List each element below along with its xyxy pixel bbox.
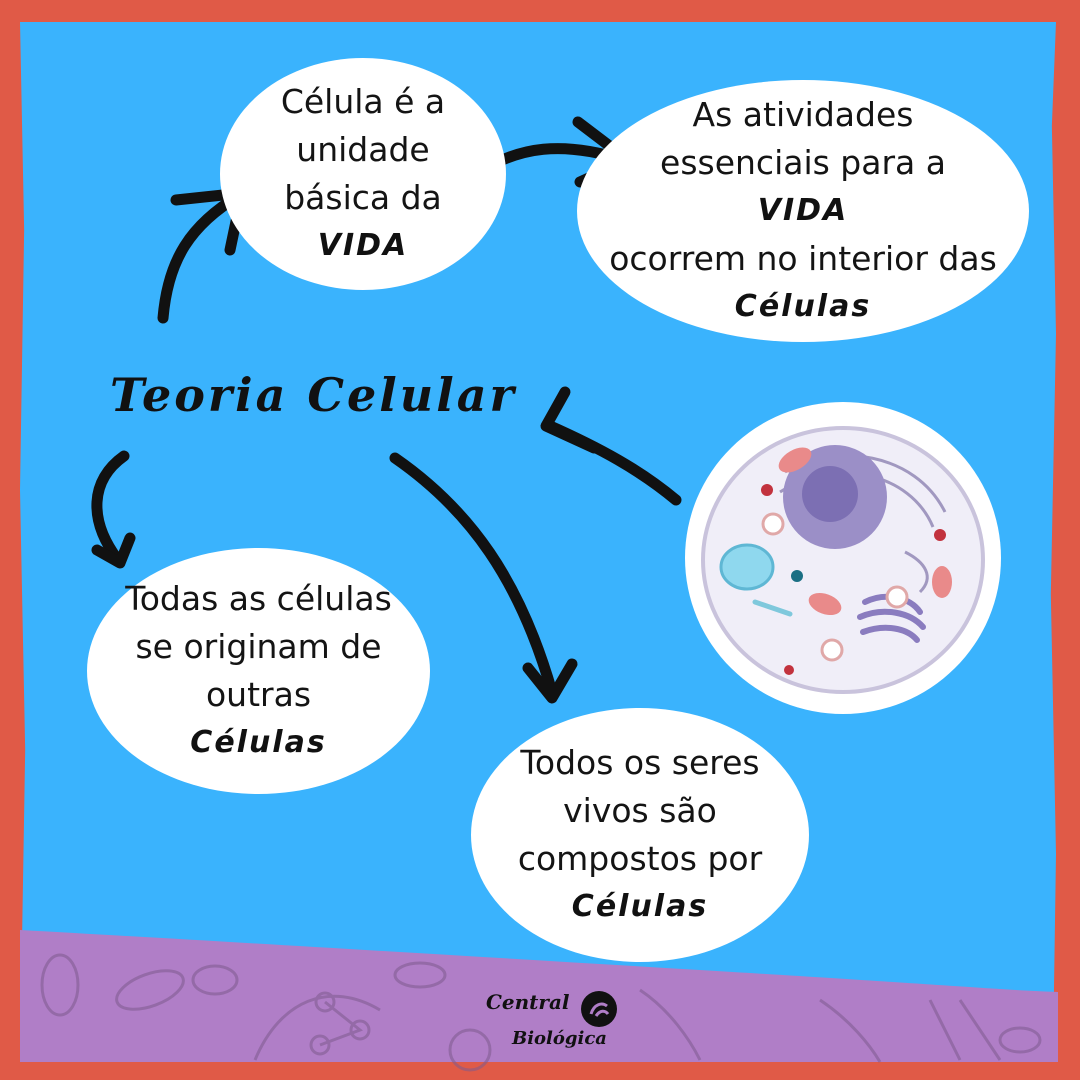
bubble-line: ocorrem no interior das [609,239,997,278]
bubble-line: outras [205,675,312,714]
bubble-emphasis: Células [571,889,709,924]
bubble-emphasis-middle: VIDA [757,193,849,228]
bubble-cell-unit: Célula é a unidade básica da VIDA [220,58,506,290]
bubble-emphasis: Células [190,725,327,760]
arrow-to-composition-bubble [389,452,578,704]
bubble-line: Célula é a [280,82,446,121]
bubble-origin: Todas as células se originam de outras C… [87,548,430,794]
arrow-to-origin-bubble [91,450,136,569]
brand-logo: Central Biológica [486,988,636,1072]
bubble-line: vivos são [563,791,717,830]
bubble-line: se originam de [135,627,382,666]
arrow-from-cell [540,386,682,506]
logo-word-central: Central [486,990,570,1014]
bubble-line: Todas as células [125,579,392,618]
bubble-emphasis: Células [734,289,872,324]
main-title: Teoria Celular [110,368,517,422]
logo-word-biologica: Biológica [512,1028,607,1049]
bubble-line: Todos os seres [520,743,760,782]
bubble-line: básica da [284,178,442,217]
bubble-line: compostos por [517,839,763,878]
logo-emblem-icon [581,991,617,1027]
bubble-composition: Todos os seres vivos são compostos por C… [471,708,809,962]
animal-cell-icon [701,426,985,694]
bubble-emphasis: VIDA [317,228,409,263]
bubble-line: As atividades [692,95,914,134]
doodle-pattern [40,953,1042,1072]
cell-disc [685,402,1001,714]
bubble-line: essenciais para a [660,143,946,182]
bubble-line: unidade [296,130,430,169]
bubble-activities: As atividades essenciais para a VIDA oco… [577,80,1029,342]
